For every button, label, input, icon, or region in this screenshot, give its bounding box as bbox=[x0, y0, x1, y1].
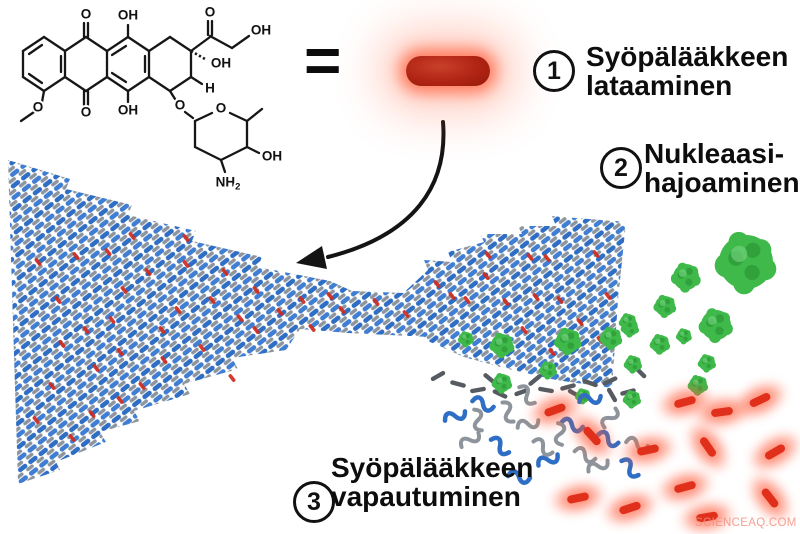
nuclease-blob bbox=[618, 313, 637, 332]
released-drug-rod bbox=[571, 414, 613, 458]
released-drug-rod bbox=[659, 471, 711, 503]
nuclease-blob bbox=[489, 332, 515, 359]
svg-text:OH: OH bbox=[251, 23, 271, 38]
nuclease-blob bbox=[599, 326, 623, 350]
step-2-number: 2 bbox=[614, 153, 628, 182]
svg-text:H: H bbox=[205, 81, 215, 96]
nuclease-blob bbox=[554, 327, 582, 356]
nuclease-blob bbox=[653, 294, 677, 318]
nuclease-blob bbox=[670, 262, 701, 293]
dna-origami-left bbox=[8, 160, 430, 484]
nuclease-blob bbox=[623, 355, 642, 374]
dna-origami-right bbox=[398, 216, 626, 388]
released-drug-rod bbox=[750, 475, 790, 521]
loaded-drug-flecks bbox=[32, 232, 612, 442]
equals-sign: = bbox=[304, 24, 342, 96]
released-drug-rod bbox=[604, 491, 656, 525]
svg-text:NH2: NH2 bbox=[216, 175, 241, 192]
released-drug-rod bbox=[735, 382, 785, 418]
nuclease-enzymes bbox=[457, 231, 777, 409]
svg-text:O: O bbox=[175, 98, 186, 113]
released-drug-rod bbox=[552, 482, 604, 514]
svg-text:O: O bbox=[81, 105, 92, 120]
released-drug-rods bbox=[530, 382, 799, 533]
svg-text:O: O bbox=[33, 100, 44, 115]
nuclease-blob bbox=[714, 231, 777, 295]
svg-text:OH: OH bbox=[118, 103, 138, 118]
nuclease-blob bbox=[457, 331, 474, 348]
svg-text:O: O bbox=[216, 101, 227, 116]
broken-strand-debris bbox=[430, 365, 647, 403]
nuclease-blob bbox=[538, 361, 557, 380]
nuclease-blob bbox=[622, 390, 641, 409]
watermark-text: SCIENCEAQ.COM bbox=[695, 517, 797, 529]
nuclease-blob bbox=[697, 354, 716, 373]
step-2-circle: 2 bbox=[600, 147, 642, 189]
released-drug-rod bbox=[622, 434, 674, 466]
step-2-label: Nukleaasi- hajoaminen bbox=[644, 138, 800, 199]
svg-text:O: O bbox=[205, 5, 216, 20]
step-3-label: Syöpälääkkeen vapautuminen bbox=[331, 452, 534, 513]
step-1-number: 1 bbox=[547, 56, 561, 85]
step-3-number: 3 bbox=[307, 487, 321, 516]
svg-text:O: O bbox=[81, 7, 92, 22]
svg-text:OH: OH bbox=[118, 8, 138, 23]
nuclease-blob bbox=[491, 373, 513, 394]
svg-text:OH: OH bbox=[262, 149, 282, 164]
step-3-circle: 3 bbox=[293, 481, 335, 523]
released-drug-rod bbox=[688, 424, 728, 470]
step-1-label: Syöpälääkkeen lataaminen bbox=[586, 41, 789, 102]
nuclease-blob bbox=[698, 308, 733, 343]
drug-rod-glowing bbox=[406, 56, 490, 86]
released-drug-rod bbox=[530, 393, 580, 427]
released-drug-rod bbox=[696, 396, 748, 428]
nuclease-blob bbox=[649, 334, 671, 355]
step-1-circle: 1 bbox=[533, 50, 575, 92]
nuclease-blob bbox=[675, 328, 692, 345]
released-drug-rod bbox=[751, 433, 799, 471]
curved-arrow bbox=[296, 120, 446, 269]
svg-text:OH: OH bbox=[211, 56, 231, 71]
released-drug-rod bbox=[681, 501, 733, 533]
